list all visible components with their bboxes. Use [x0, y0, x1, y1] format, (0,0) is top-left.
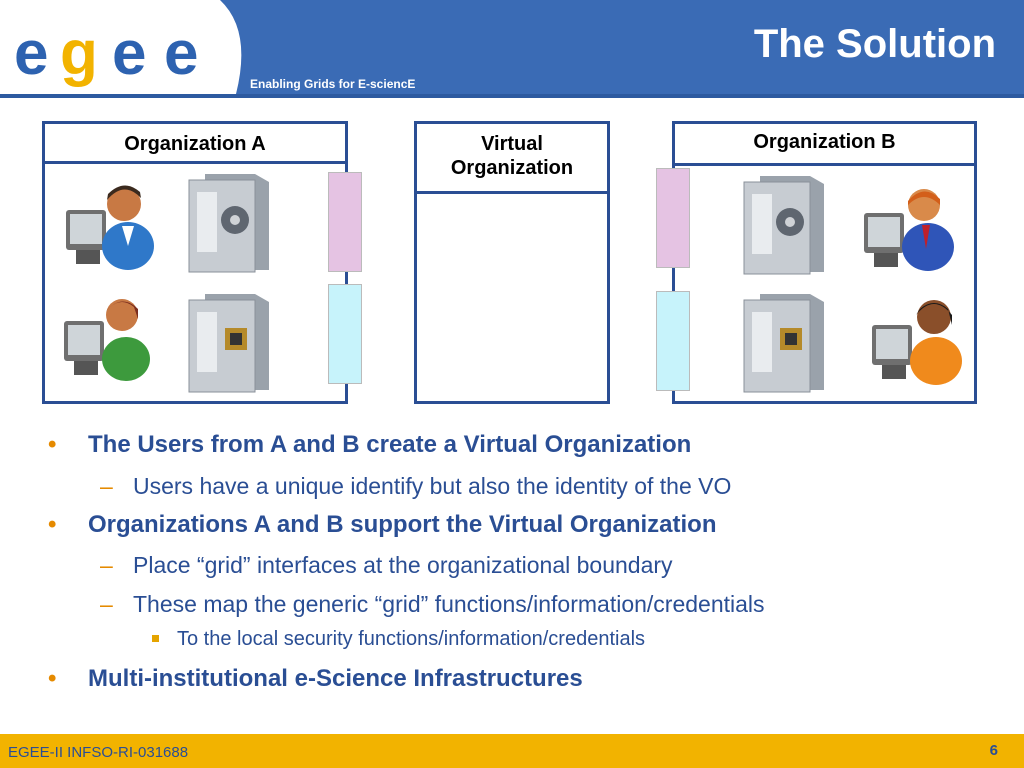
interface-bar-a-cyan [328, 284, 362, 384]
header-subtitle: Enabling Grids for E-sciencE [250, 77, 415, 91]
svg-text:e: e [164, 19, 198, 88]
bullet-text: Multi-institutional e-Science Infrastruc… [88, 665, 583, 693]
svg-text:g: g [60, 19, 98, 88]
bullet-dot: • [48, 431, 56, 459]
user-at-computer-icon [62, 180, 158, 276]
organization-b-label: Organization B [675, 124, 974, 166]
footer-bar: EGEE-II INFSO-RI-031688 6 [0, 734, 1024, 768]
server-with-harddisk-icon [185, 170, 271, 274]
egee-logo: e g e e [0, 0, 250, 94]
bullet-dash: – [100, 473, 113, 500]
interface-bar-a-pink [328, 172, 362, 272]
bullet-text: These map the generic “grid” functions/i… [133, 591, 765, 618]
bullet-text: The Users from A and B create a Virtual … [88, 431, 691, 459]
user-at-computer-icon [860, 185, 960, 277]
bullet-dot: • [48, 511, 56, 539]
vo-label-line2: Organization [417, 156, 607, 180]
slide-title: The Solution [754, 22, 996, 67]
interface-bar-b-cyan [656, 291, 690, 391]
bullet-dash: – [100, 591, 113, 618]
bullet-text: Organizations A and B support the Virtua… [88, 511, 717, 539]
server-with-cpu-icon [185, 290, 271, 394]
bullet-dot: • [48, 665, 56, 693]
interface-bar-b-pink [656, 168, 690, 268]
svg-text:e: e [112, 19, 146, 88]
bullet-dash: – [100, 552, 113, 579]
footer-project-id: EGEE-II INFSO-RI-031688 [8, 744, 188, 761]
server-with-cpu-icon [740, 290, 826, 394]
user-at-computer-icon [60, 295, 156, 385]
virtual-organization-box: Virtual Organization [414, 121, 610, 404]
bullet-text: To the local security functions/informat… [177, 628, 645, 651]
virtual-organization-label: Virtual Organization [417, 124, 607, 194]
bullet-square [152, 635, 159, 642]
organization-a-label: Organization A [45, 124, 345, 164]
bullet-text: Users have a unique identify but also th… [133, 473, 731, 500]
header-stripe [0, 94, 1024, 98]
bullet-text: Place “grid” interfaces at the organizat… [133, 552, 673, 579]
server-with-harddisk-icon [740, 172, 826, 276]
vo-label-line1: Virtual [417, 132, 607, 156]
page-number: 6 [990, 742, 998, 759]
user-at-computer-icon [868, 295, 968, 389]
svg-text:e: e [14, 19, 48, 88]
